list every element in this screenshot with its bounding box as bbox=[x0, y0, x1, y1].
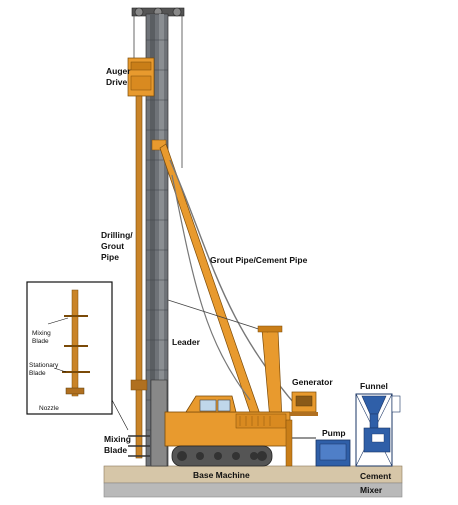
outrigger bbox=[285, 419, 293, 467]
generator bbox=[290, 391, 318, 416]
label-line: Blade bbox=[32, 338, 49, 345]
label-line: Mixing bbox=[32, 330, 51, 337]
cement-mixer-label: Cement Mixer bbox=[360, 471, 391, 496]
ground-slab bbox=[103, 465, 403, 484]
inset-nozzle-label: Nozzle bbox=[39, 405, 59, 412]
label-line: Pipe bbox=[101, 252, 119, 262]
label-line: Stationary bbox=[29, 362, 59, 369]
drilling-grout-pipe-label: Drilling/ Grout Pipe bbox=[101, 230, 133, 263]
cement-mixer bbox=[355, 393, 401, 467]
grout-pipe-label: Grout Pipe/Cement Pipe bbox=[210, 255, 308, 265]
label-line: Grout bbox=[101, 241, 125, 251]
crawler-track bbox=[171, 445, 273, 467]
auger-drive-label: Auger Drive bbox=[106, 66, 131, 88]
generator-label: Generator bbox=[292, 377, 333, 387]
leader-label: Leader bbox=[172, 337, 200, 347]
label-line: Drilling/ bbox=[101, 230, 133, 240]
drilling-pipe bbox=[128, 95, 150, 459]
ground-base bbox=[103, 482, 403, 498]
label-line: Auger bbox=[106, 66, 131, 76]
grout-pipe-hose bbox=[171, 174, 251, 401]
auger-drive bbox=[127, 57, 167, 151]
backstay-strut bbox=[159, 143, 263, 425]
label-line: Drive bbox=[106, 77, 128, 87]
label-line: Blade bbox=[29, 370, 46, 377]
inset-mixing-blade-label: Mixing Blade bbox=[32, 330, 51, 346]
label-line: Mixing bbox=[104, 434, 131, 444]
grout-pipe-hose bbox=[169, 159, 301, 411]
funnel-label: Funnel bbox=[360, 381, 388, 391]
label-line: Mixer bbox=[360, 485, 383, 495]
label-line: Blade bbox=[104, 445, 128, 455]
mixing-blade-label: Mixing Blade bbox=[104, 434, 131, 456]
inset-stationary-blade-label: Stationary Blade bbox=[29, 362, 58, 378]
a-frame bbox=[167, 299, 283, 421]
base-machine-body bbox=[164, 395, 291, 447]
pump bbox=[315, 439, 351, 467]
inset-pointer bbox=[111, 399, 129, 431]
blade-inset bbox=[26, 281, 113, 415]
leader-mast bbox=[145, 13, 169, 467]
label-line: Cement bbox=[360, 471, 392, 481]
pump-label: Pump bbox=[322, 428, 346, 438]
base-machine-label: Base Machine bbox=[193, 470, 250, 480]
